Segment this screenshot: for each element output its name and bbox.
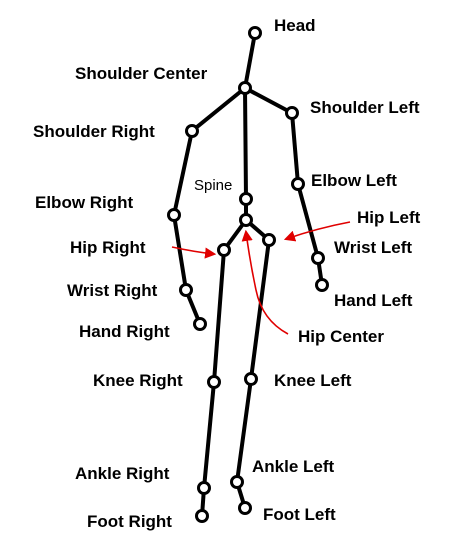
joint-head [248, 26, 262, 40]
skeleton-joints [167, 26, 329, 523]
label-elbow-left: Elbow Left [311, 171, 397, 190]
label-foot-right: Foot Right [87, 512, 172, 531]
joint-hip-center [239, 213, 253, 227]
label-wrist-right: Wrist Right [67, 281, 158, 300]
joint-shoulder-left [285, 106, 299, 120]
label-knee-left: Knee Left [274, 371, 352, 390]
label-foot-left: Foot Left [263, 505, 336, 524]
bone-spine-upper [243, 86, 248, 201]
joint-ankle-left [230, 475, 244, 489]
joint-elbow-left [291, 177, 305, 191]
bone-forearm-left [296, 182, 320, 260]
joint-knee-left [244, 372, 258, 386]
label-hand-left: Hand Left [334, 291, 413, 310]
label-spine: Spine [194, 177, 232, 194]
label-ankle-left: Ankle Left [252, 457, 335, 476]
joint-foot-right [195, 509, 209, 523]
joint-wrist-right [179, 283, 193, 297]
joint-wrist-left [311, 251, 325, 265]
arrow-hip-center [241, 229, 289, 335]
joint-hip-left [262, 233, 276, 247]
arrow-hip-right [171, 246, 217, 259]
label-elbow-right: Elbow Right [35, 193, 134, 212]
joint-knee-right [207, 375, 221, 389]
arrow-hip-left [283, 221, 351, 242]
label-head: Head [274, 16, 316, 35]
bone-shin-left [235, 377, 253, 484]
label-hip-right: Hip Right [70, 238, 146, 257]
bone-upper-arm-left [290, 111, 300, 186]
bone-shoulder-right [190, 86, 247, 133]
label-knee-right: Knee Right [93, 371, 183, 390]
bone-upper-arm-right [172, 129, 194, 217]
label-hand-right: Hand Right [79, 322, 170, 341]
bone-thigh-left [249, 238, 271, 381]
label-wrist-left: Wrist Left [334, 238, 412, 257]
bone-forearm-right [172, 213, 188, 292]
label-hip-center: Hip Center [298, 327, 384, 346]
joint-elbow-right [167, 208, 181, 222]
joint-ankle-right [197, 481, 211, 495]
joint-hand-left [315, 278, 329, 292]
label-hip-left: Hip Left [357, 208, 421, 227]
annotation-arrows [171, 221, 351, 335]
joint-shoulder-right [185, 124, 199, 138]
joint-foot-left [238, 501, 252, 515]
label-ankle-right: Ankle Right [75, 464, 170, 483]
joint-shoulder-center [238, 81, 252, 95]
skeleton-bones [172, 31, 324, 518]
bone-thigh-right [212, 248, 226, 384]
bone-head-neck [243, 31, 257, 90]
joint-spine [239, 192, 253, 206]
joint-hand-right [193, 317, 207, 331]
label-shoulder-center: Shoulder Center [75, 64, 208, 83]
bone-shoulder-left [243, 86, 294, 115]
bone-shin-right [202, 380, 216, 490]
joint-labels: Head Shoulder Center Shoulder Left Shoul… [33, 16, 421, 531]
label-shoulder-right: Shoulder Right [33, 122, 155, 141]
label-shoulder-left: Shoulder Left [310, 98, 420, 117]
joint-hip-right [217, 243, 231, 257]
